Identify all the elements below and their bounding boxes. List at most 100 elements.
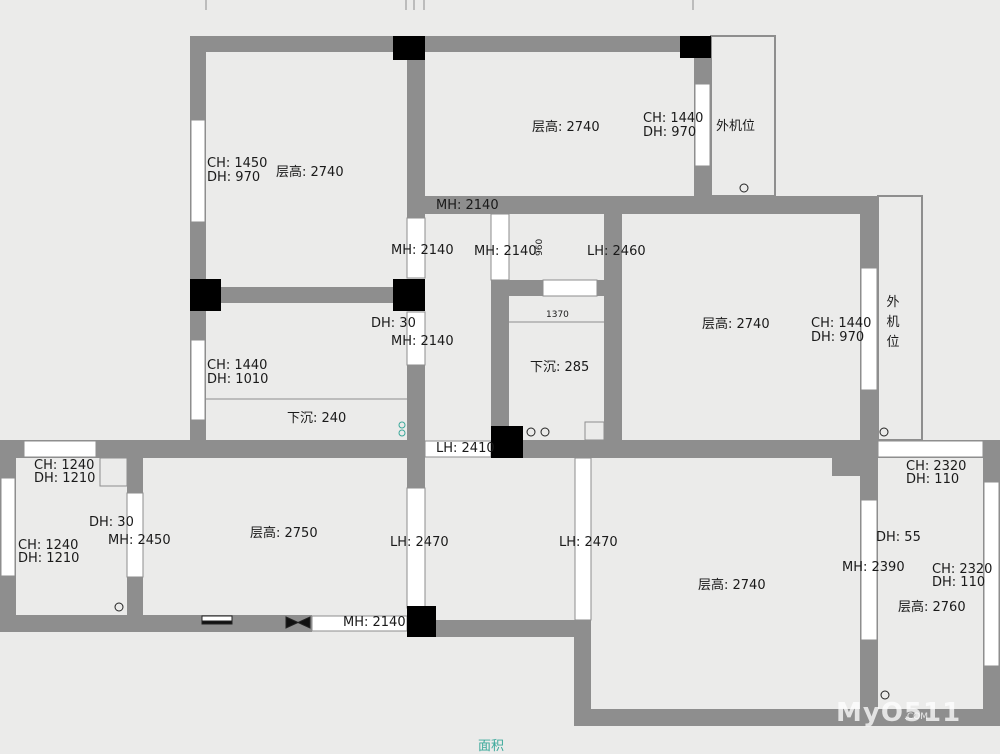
wall [832,440,878,476]
floor-sink-label: 下沉: 285 [530,360,590,375]
door-dh-label: DH: 30 [371,316,416,331]
valve-icon [285,616,311,629]
windows [0,83,1000,667]
ac-platform-label: 外机位 [716,119,756,134]
door-mh-label: MH: 2390 [842,560,905,575]
door-mh-label: MH: 2450 [108,533,171,548]
watermark-logo: MyO511 [836,698,962,728]
window [0,477,16,577]
area-title: 面积 [478,739,505,754]
column [491,426,523,458]
window-dh-label: DH: 970 [643,125,697,140]
vent-icon [201,620,233,625]
drain-icon [879,427,889,437]
wall [407,52,425,218]
wall [127,458,143,493]
balcony-inner [99,457,128,487]
drain-icon [526,427,536,437]
wall [574,709,1000,726]
room-height-label: 层高: 2740 [276,165,344,180]
wall [574,620,591,726]
window-dh-label: DH: 110 [932,575,986,590]
balconies [710,35,923,441]
shower [584,421,605,441]
door-mh-label: MH: 2140 [391,243,454,258]
drain-icon [739,183,749,193]
door-lh-label: LH: 2470 [390,535,449,550]
wall [190,36,710,52]
door-mh-label: MH: 2140 [474,244,537,259]
pipe-icon [398,421,406,429]
door-opening [542,279,598,297]
wall [491,280,509,442]
pipe-icon [398,429,406,437]
window [190,119,206,223]
wall [0,615,312,632]
room-height-label: 层高: 2740 [698,578,766,593]
door-mh-label: MH: 2140 [343,615,406,630]
window-dh-label: DH: 1010 [207,372,269,387]
room-height-label: 层高: 2740 [702,317,770,332]
ticks [205,0,694,10]
window-ch-label: CH: 1240 [34,458,95,473]
window-dh-label: DH: 970 [811,330,865,345]
window [23,440,97,458]
floor-sink-label: 下沉: 240 [287,411,347,426]
door-lh-label: LH: 2460 [587,244,646,259]
door-dh-label: DH: 55 [876,530,921,545]
column [393,36,425,60]
door-mh-label: MH: 2140 [391,334,454,349]
column [393,279,425,311]
wall [407,458,425,488]
wall [0,440,425,458]
ac-platform-right [877,195,923,441]
openings [126,213,878,641]
dimension-label: 1370 [546,310,569,320]
fixtures [114,183,890,700]
door-opening [126,492,144,578]
window [983,481,1000,667]
window-dh-label: DH: 110 [906,472,960,487]
window-ch-label: CH: 1450 [207,156,268,171]
door-mh-label: MH: 2140 [436,198,499,213]
ac-platform-label: 外机位 [886,295,900,350]
door-opening [860,499,878,641]
window-dh-label: DH: 1210 [18,551,80,566]
ac-platform-top [710,35,776,197]
columns [190,36,711,637]
wall [206,287,407,303]
column [407,606,436,637]
door-opening [406,217,426,279]
window-ch-label: CH: 2320 [906,459,967,474]
door-lh-label: LH: 2470 [559,535,618,550]
drain-icon [880,690,890,700]
window-ch-label: CH: 1440 [811,316,872,331]
thin-lines [99,214,605,487]
window-ch-label: CH: 1440 [643,111,704,126]
wall [425,196,878,214]
window-ch-label: CH: 1440 [207,358,268,373]
drain-icon [114,602,124,612]
drain-icon [540,427,550,437]
wall [407,365,425,442]
window [190,339,206,421]
watermark-domain: .COM [904,712,928,722]
window-ch-label: CH: 1240 [18,538,79,553]
dimension-label: 960 [535,238,545,256]
window-dh-label: DH: 1210 [34,471,96,486]
wall [604,280,622,442]
room-height-label: 层高: 2750 [250,526,318,541]
column [190,279,221,311]
door-opening [406,311,426,366]
door-dh-label: DH: 30 [89,515,134,530]
door-lh-label: LH: 2410 [436,441,495,456]
column [680,36,711,58]
window-ch-label: CH: 2320 [932,562,993,577]
walls [0,36,1000,726]
room-height-label: 层高: 2760 [898,600,966,615]
wall [434,620,591,637]
door-opening [574,457,592,621]
room-height-label: 层高: 2740 [532,120,600,135]
wall [604,214,622,280]
